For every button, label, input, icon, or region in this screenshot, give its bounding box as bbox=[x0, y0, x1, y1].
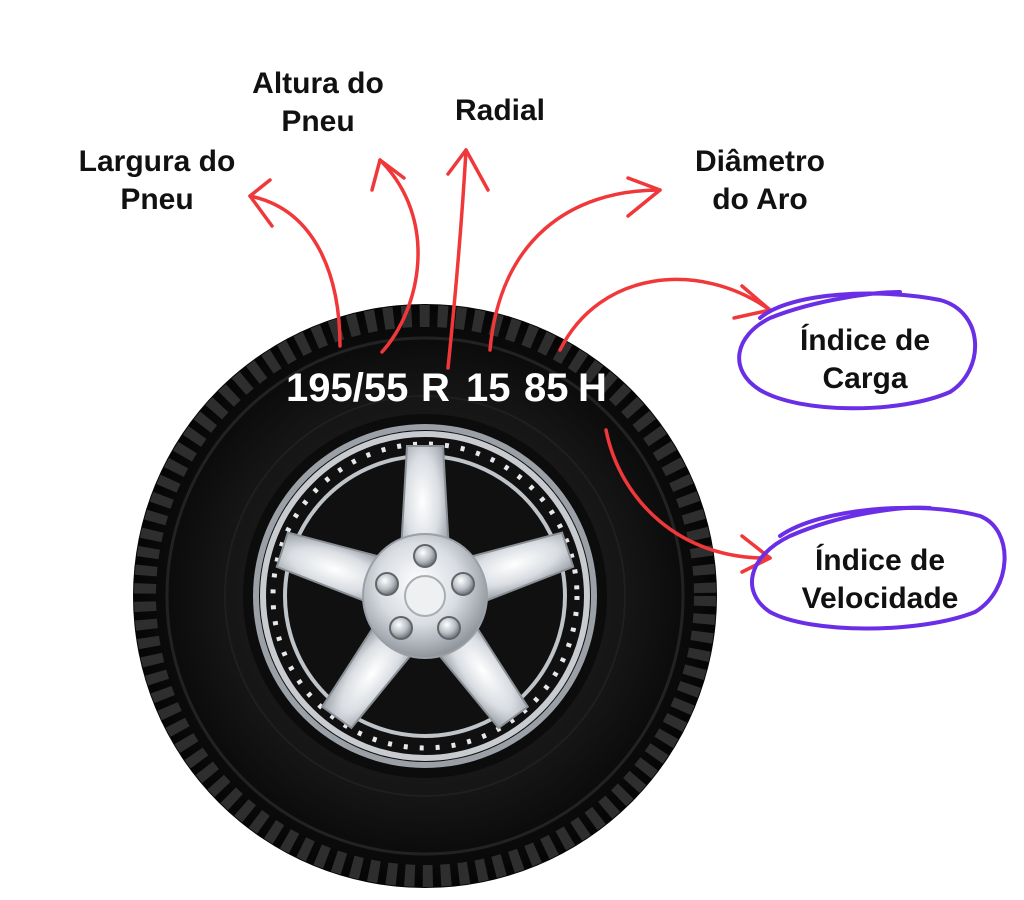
tire-code-width: 195/55 bbox=[286, 366, 409, 410]
tire-code-rim: 15 bbox=[466, 366, 511, 410]
highlight-carga bbox=[737, 290, 978, 411]
tire-code-construction: R bbox=[421, 366, 450, 410]
arrow-altura bbox=[370, 158, 420, 354]
label-radial: Radial bbox=[454, 94, 546, 127]
highlight-velocidade bbox=[750, 505, 1007, 631]
label-velocidade: Índice de Velocidade bbox=[801, 544, 959, 615]
label-largura: Largura do Pneu bbox=[78, 145, 236, 216]
label-carga: Índice de Carga bbox=[799, 324, 931, 395]
tire-code-speed: H bbox=[578, 366, 607, 410]
arrow-velocidade bbox=[604, 428, 772, 574]
label-altura: Altura do Pneu bbox=[252, 67, 384, 138]
arrow-carga bbox=[558, 277, 772, 352]
wheel-rim-icon bbox=[253, 424, 597, 768]
label-diametro: Diâmetro do Aro bbox=[694, 145, 826, 216]
tire-code-load: 85 bbox=[524, 366, 569, 410]
arrow-diametro bbox=[488, 176, 662, 352]
arrow-largura bbox=[248, 178, 342, 348]
arrow-radial bbox=[446, 148, 490, 370]
